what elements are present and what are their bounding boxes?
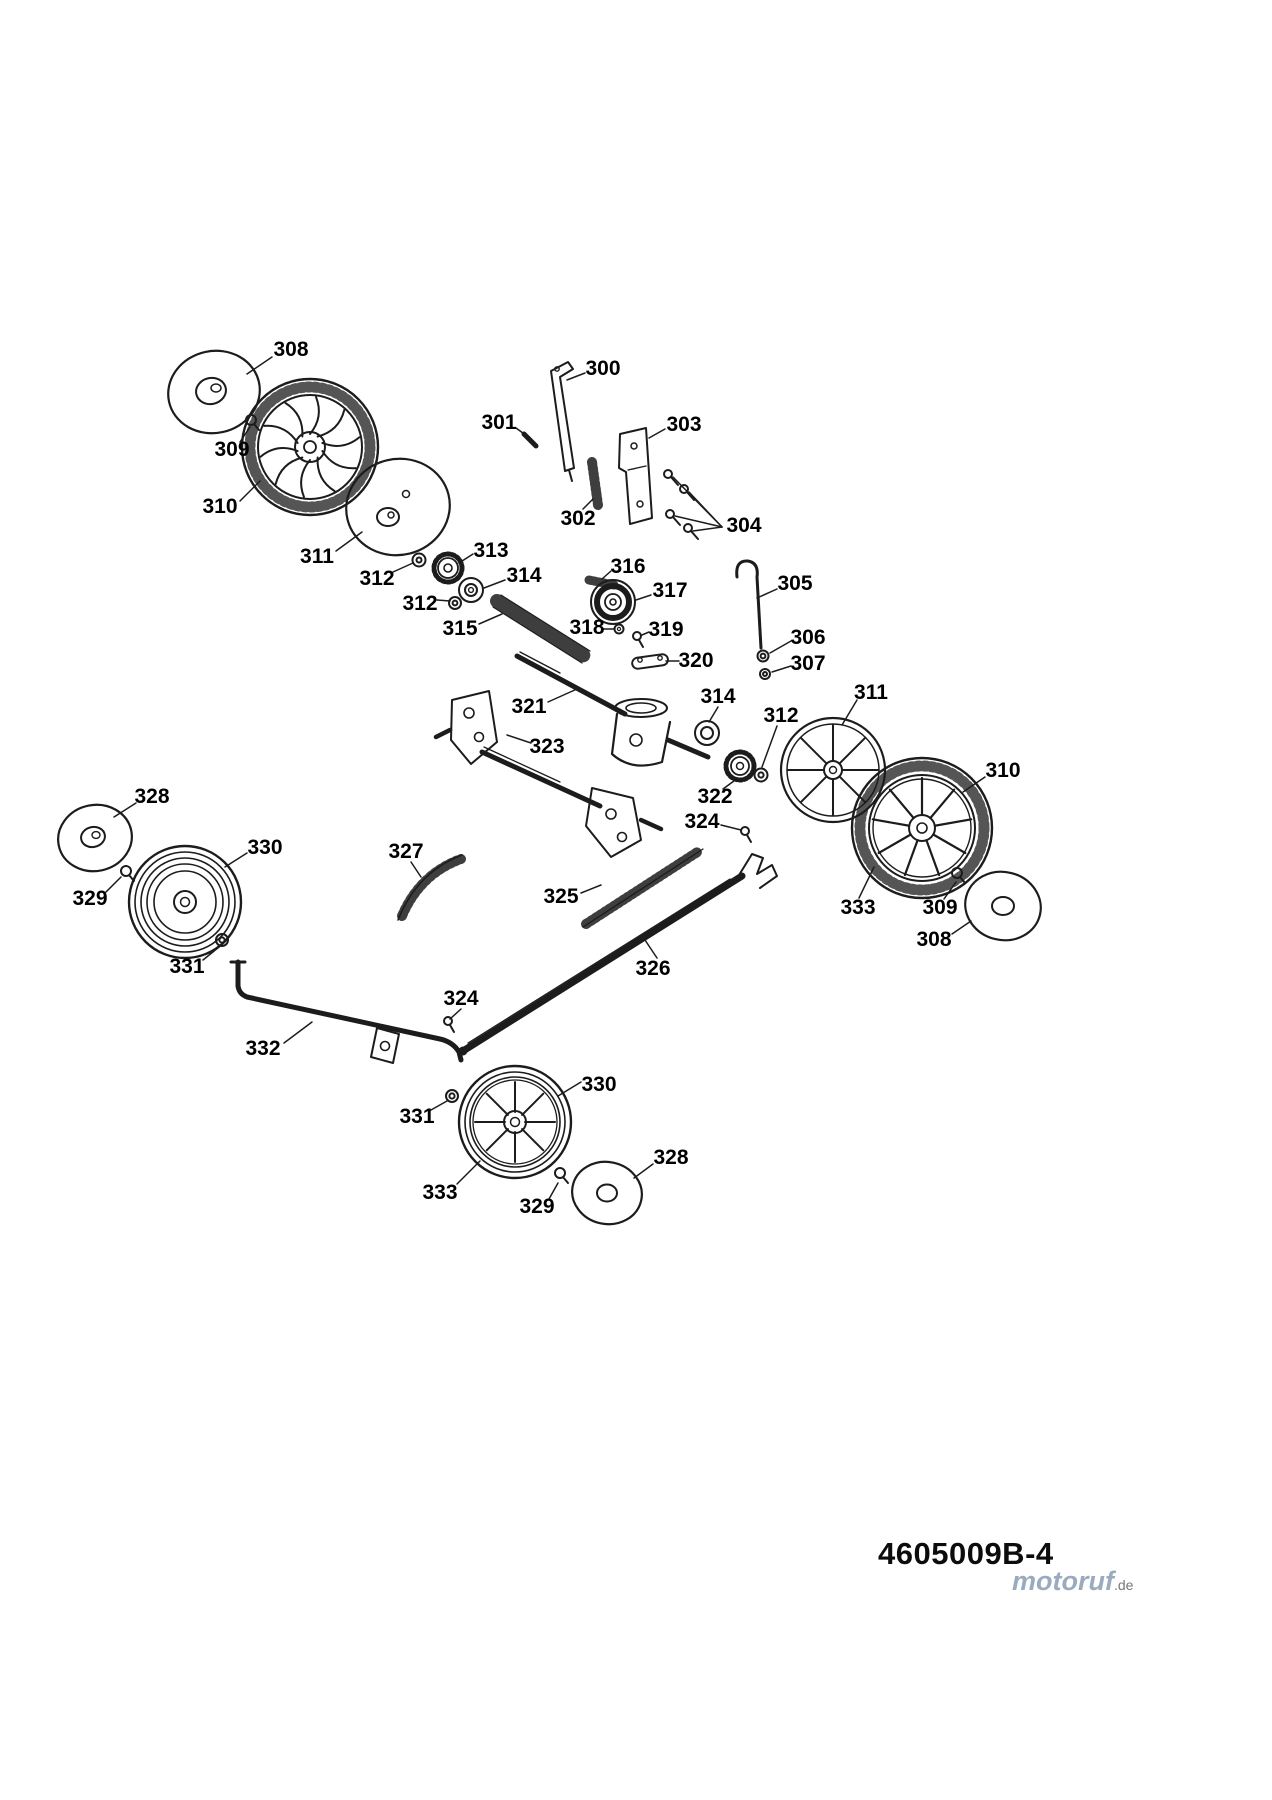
part-plate-303: [618, 427, 653, 525]
part-washer-307: [759, 668, 771, 680]
part-wheel-rear-right: [850, 756, 994, 900]
part-rod-305: [735, 559, 763, 650]
part-rack-327: [397, 854, 466, 921]
part-bolt-324-b: [443, 1016, 455, 1033]
part-wheel-disc-right: [779, 716, 887, 824]
document-part-code: 4605009B-4: [878, 1536, 1054, 1571]
part-axle-rod-332: [229, 959, 464, 1064]
part-pinion-gear-313: [431, 551, 465, 585]
part-lever-326: [458, 853, 778, 1056]
part-screws-304: [663, 469, 699, 540]
part-gearbox-321: [514, 651, 711, 767]
part-bolt-329-left: [120, 865, 135, 882]
part-axle-assembly-323: [433, 690, 664, 858]
part-nut-306: [756, 649, 770, 663]
part-spring-302: [587, 457, 603, 510]
leader-lines: [105, 356, 986, 1200]
part-bearing-314-a: [458, 577, 484, 603]
watermark: motoruf.de: [1012, 1566, 1133, 1597]
part-bearing-314-b: [694, 720, 720, 746]
part-bolt-324-a: [740, 826, 752, 843]
watermark-brand: motoruf: [1012, 1566, 1114, 1596]
part-bolt-319: [632, 631, 644, 648]
part-washer-312-a: [411, 552, 427, 568]
part-pulley-317: [590, 579, 636, 625]
part-washer-312-c: [753, 767, 769, 783]
part-wheel-disc-left: [345, 457, 451, 557]
part-wheel-front-left: [240, 377, 380, 517]
part-bolt-329-bottom: [554, 1167, 569, 1184]
part-bolt-309-right: [951, 867, 966, 884]
part-hubcap-front-left: [167, 349, 261, 435]
part-plate-320: [631, 653, 669, 670]
part-spring-315: [490, 594, 593, 664]
part-wheel-front-bottom: [457, 1064, 573, 1180]
part-nut-331-left: [215, 933, 229, 947]
part-washer-312-b: [448, 596, 462, 610]
part-wheel-rear-left: [127, 844, 243, 960]
part-gear-322: [723, 749, 757, 783]
part-bracket-300: [550, 361, 575, 482]
part-pin-301: [521, 431, 539, 449]
part-hubcap-rear-right: [964, 870, 1042, 942]
part-washer-318: [613, 623, 625, 635]
part-hubcap-rear-left: [57, 803, 133, 873]
part-nut-331-bottom: [445, 1089, 459, 1103]
part-hubcap-front-bottom: [571, 1160, 643, 1226]
watermark-tld: .de: [1113, 1577, 1134, 1593]
part-threaded-rod-325: [581, 846, 704, 929]
